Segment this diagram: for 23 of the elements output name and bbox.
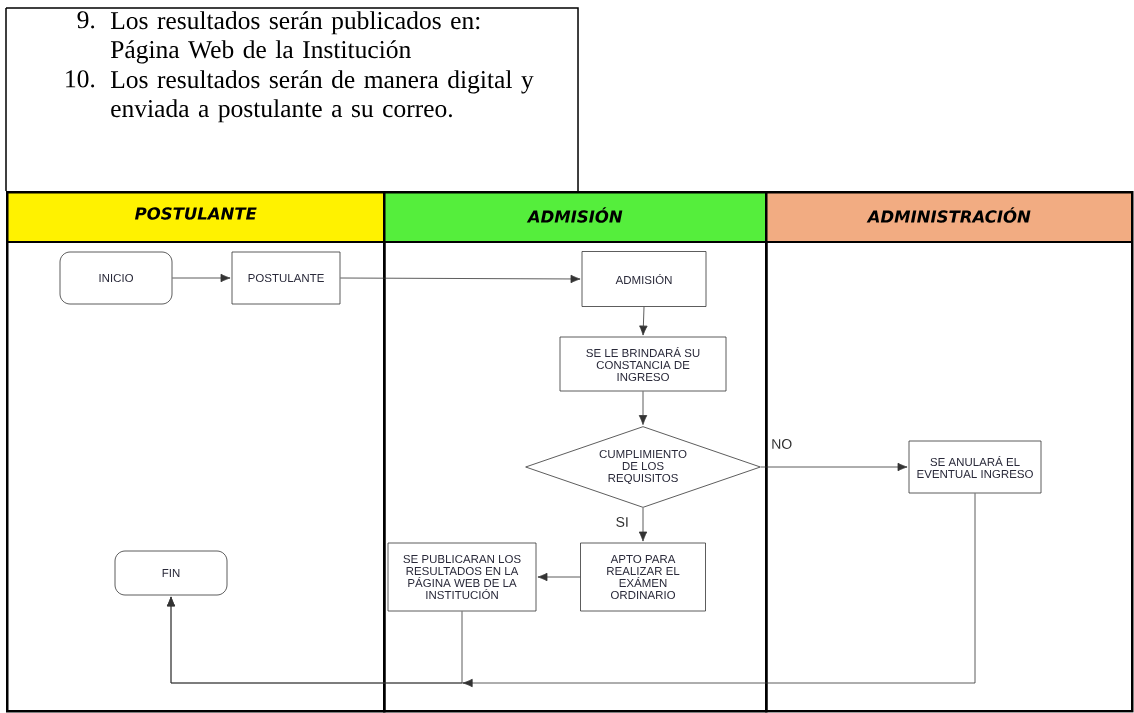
terminal-box: FIN <box>114 550 228 596</box>
process-box: SE PUBLICARAN LOS RESULTADOS EN LA PÁGINA WEB DE LA INSTITUCIÓN <box>387 542 537 612</box>
label: Los resultados serán publicados en: Página Web de la Institución <box>110 11 480 64</box>
arrow <box>638 391 648 425</box>
edge-label: SI <box>614 516 630 528</box>
label: 10. <box>66 70 95 88</box>
process-box: POSTULANTE <box>231 251 341 305</box>
label: Los resultados serán de manera digital y enviada a postulante a su correo. <box>110 70 534 123</box>
arrow <box>537 572 581 582</box>
arrow <box>172 273 231 283</box>
arrow <box>340 274 581 284</box>
process-box: SE ANULARÁ EL EVENTUAL INGRESO <box>908 440 1042 494</box>
process-box: SE LE BRINDARÁ SU CONSTANCIA DE INGRESO <box>559 336 727 392</box>
label: 9. <box>77 11 95 29</box>
arrow <box>639 306 648 336</box>
process-box: ADMISIÓN <box>581 251 707 307</box>
arrow <box>166 493 976 684</box>
arrow <box>638 507 648 542</box>
process-box: APTO PARA REALIZAR EL EXÁMEN ORDINARIO <box>580 542 706 612</box>
table-cell: 9. Los resultados serán publicados en: Página Web de la Institución 10. Los resultados serán de manera digital y enviada a postulante a su correo. <box>5 7 579 192</box>
edge-label: NO <box>770 438 794 450</box>
arrow <box>760 462 908 472</box>
terminal-box: INICIO <box>59 251 173 305</box>
